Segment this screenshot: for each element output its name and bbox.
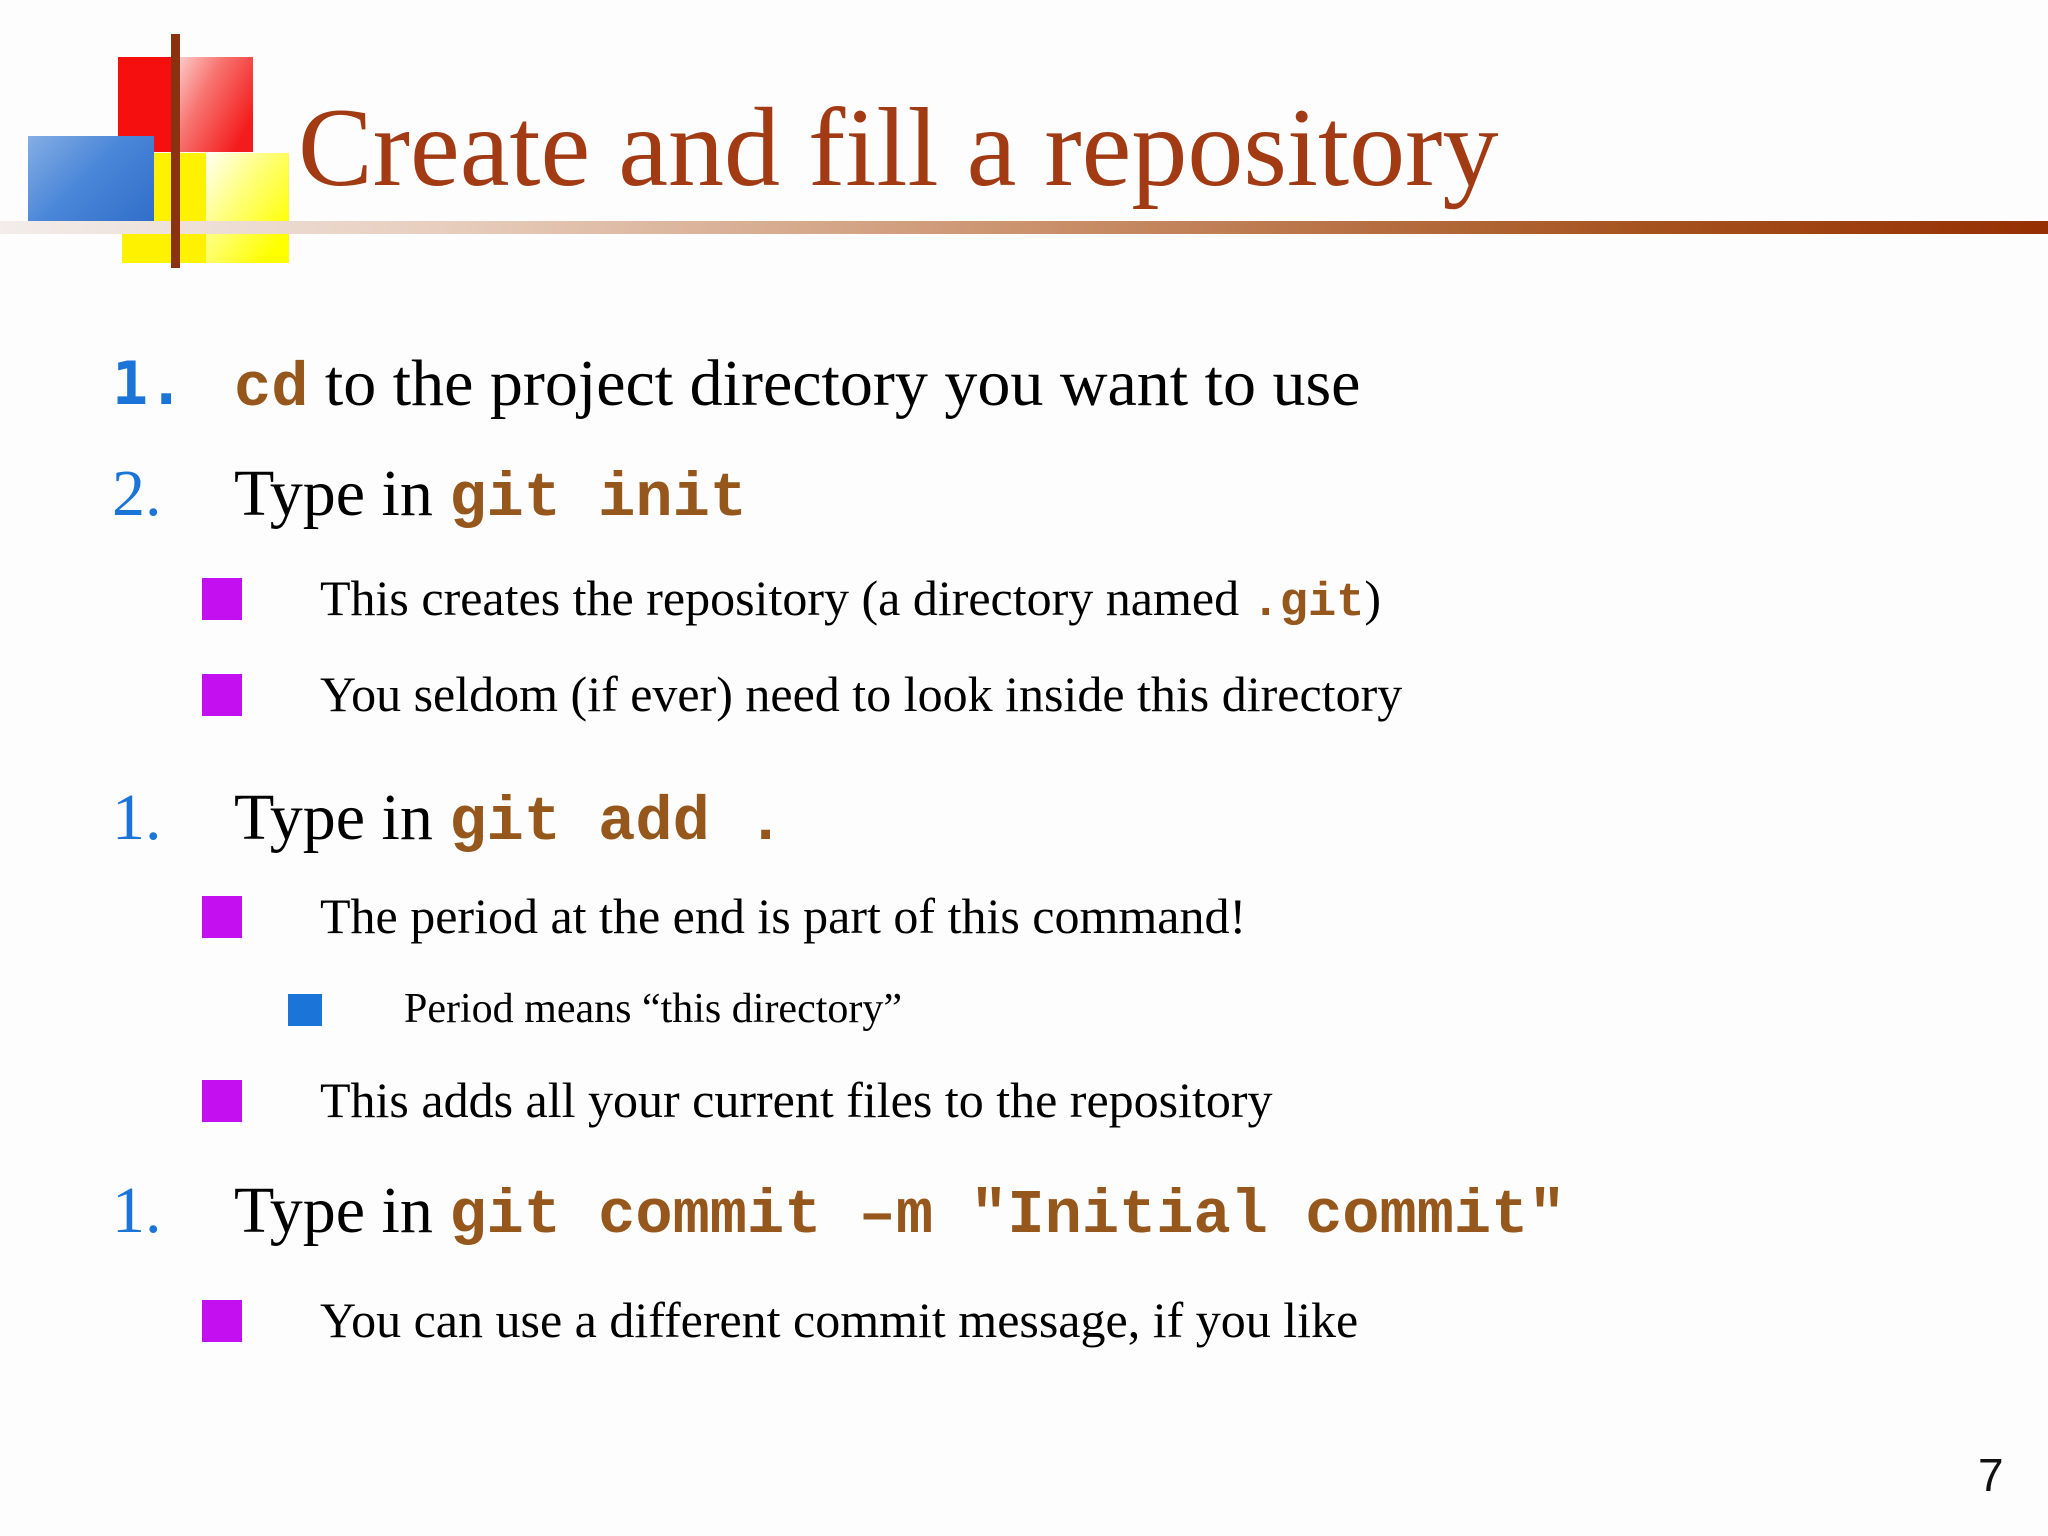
code-text: git init	[449, 463, 747, 534]
plain-text: to the project directory you want to use	[308, 347, 1361, 420]
plain-text: This adds all your current files to the …	[320, 1072, 1273, 1128]
list-text: cd to the project directory you want to …	[234, 347, 1361, 424]
list-text: Type in git init	[234, 457, 747, 534]
bullet-magenta-square-icon	[202, 674, 242, 716]
page-number: 7	[1978, 1449, 2004, 1501]
plain-text: Type in	[234, 1174, 450, 1247]
plain-text: You seldom (if ever) need to look inside…	[320, 666, 1403, 722]
list-text: This creates the repository (a directory…	[320, 570, 1381, 631]
plain-text: This creates the repository (a directory…	[320, 570, 1252, 626]
plain-text: The period at the end is part of this co…	[320, 888, 1247, 944]
code-text: git commit –m "Initial commit"	[449, 1180, 1566, 1251]
bullet-blue-square-icon	[288, 994, 322, 1026]
list-text: Period means “this directory”	[404, 985, 902, 1033]
bullet-magenta-square-icon	[202, 1080, 242, 1122]
list-text: You seldom (if ever) need to look inside…	[320, 666, 1402, 724]
code-text: cd	[234, 353, 309, 424]
list-text: The period at the end is part of this co…	[320, 888, 1246, 946]
code-text: git add .	[449, 787, 785, 858]
plain-text: Type in	[234, 457, 450, 530]
list-number: 1.	[112, 1174, 162, 1247]
list-item-level-1: 1. Type in git add .	[112, 781, 785, 858]
logo-yellow-gradient-square-icon	[206, 153, 289, 263]
list-text: Type in git add .	[234, 781, 785, 858]
logo-blue-square-icon	[28, 136, 154, 232]
list-text: This adds all your current files to the …	[320, 1072, 1273, 1130]
list-number: 2.	[112, 457, 162, 530]
list-number: 1.	[112, 781, 162, 854]
list-item-level-1: 1. Type in git commit –m "Initial commit"	[112, 1174, 1566, 1251]
bullet-magenta-square-icon	[202, 1300, 242, 1342]
list-text: Type in git commit –m "Initial commit"	[234, 1174, 1566, 1251]
list-item-level-1: 2. Type in git init	[112, 457, 747, 534]
plain-text: )	[1364, 570, 1382, 626]
list-item-level-2: You seldom (if ever) need to look inside…	[202, 666, 1402, 724]
list-item-level-2: You can use a different commit message, …	[202, 1292, 1358, 1350]
logo-vertical-line	[171, 34, 180, 268]
list-item-level-2: This creates the repository (a directory…	[202, 570, 1381, 631]
plain-text: Period means “this directory”	[404, 986, 903, 1032]
list-item-level-2: This adds all your current files to the …	[202, 1072, 1273, 1130]
list-number: 1.	[112, 349, 185, 419]
title-underline-rule	[0, 221, 2048, 234]
plain-text: You can use a different commit message, …	[320, 1292, 1359, 1348]
bullet-magenta-square-icon	[202, 578, 242, 620]
list-item-level-2: The period at the end is part of this co…	[202, 888, 1246, 946]
logo-red-gradient-square-icon	[180, 57, 253, 152]
list-item-level-3: Period means “this directory”	[288, 985, 902, 1033]
plain-text: Type in	[234, 781, 450, 854]
page-title: Create and fill a repository	[298, 86, 1499, 210]
list-item-level-1: 1. cd to the project directory you want t…	[112, 347, 1361, 424]
bullet-magenta-square-icon	[202, 896, 242, 938]
code-text: .git	[1251, 577, 1365, 630]
list-text: You can use a different commit message, …	[320, 1292, 1358, 1350]
